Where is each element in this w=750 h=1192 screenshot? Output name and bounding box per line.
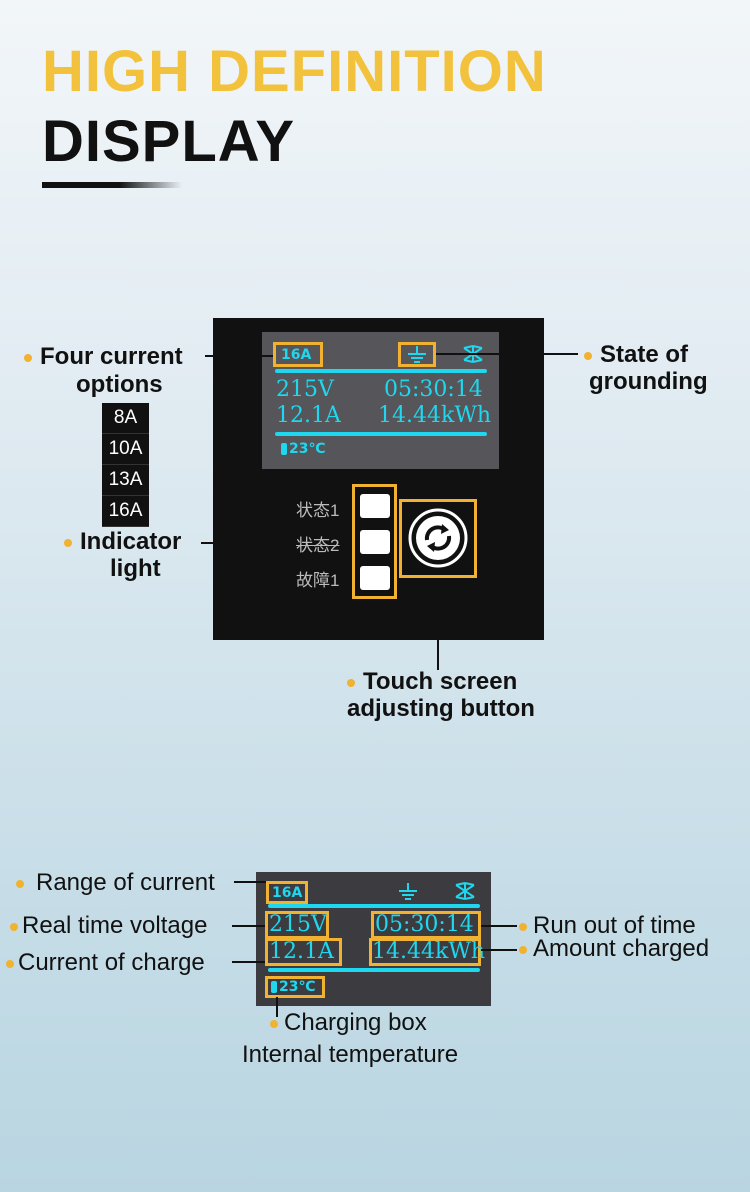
touch-button-highlight — [399, 499, 477, 578]
temp-highlight — [265, 976, 325, 998]
voltage-value-large: 215V — [269, 912, 327, 937]
indicator-label-1: 状态1 — [296, 501, 340, 520]
range-highlight — [266, 881, 308, 904]
current-value: 12.1A — [276, 403, 341, 428]
energy-value: 14.44kWh — [378, 403, 492, 428]
bluetooth-icon-large — [454, 882, 476, 900]
touch-label: Touch screen — [347, 668, 517, 696]
current-setting-value: 16A — [281, 347, 312, 363]
ground-highlight — [398, 342, 436, 367]
thermometer-icon — [281, 443, 287, 455]
indicator-light-2 — [360, 530, 390, 554]
refresh-icon — [408, 508, 468, 568]
temp-leader — [276, 997, 278, 1017]
range-leader — [234, 881, 266, 883]
indicator-label-2: 状态2 — [296, 536, 340, 555]
screen-divider-bottom — [275, 432, 487, 436]
current-option-13a: 13A — [102, 465, 149, 496]
box-temp-label-2: Internal temperature — [242, 1041, 459, 1068]
refresh-touch-button[interactable] — [407, 507, 469, 569]
real-voltage-label: Real time voltage — [10, 912, 207, 940]
current-setting-highlight — [273, 342, 323, 367]
indicator-label-3: 故障1 — [296, 571, 340, 590]
indicator-label-2: light — [110, 555, 161, 582]
energy-highlight — [369, 938, 481, 966]
four-current-leader — [205, 355, 273, 357]
amount-charged-label: Amount charged — [519, 935, 709, 963]
grounding-label-2: grounding — [589, 368, 708, 395]
four-current-label-2: options — [76, 371, 163, 398]
indicator-leader — [201, 542, 213, 544]
time-highlight — [371, 911, 481, 939]
current-option-16a: 16A — [102, 496, 149, 527]
time-leader — [481, 925, 517, 927]
touch-label-2: adjusting button — [347, 695, 535, 722]
current-value-large: 12.1A — [269, 939, 334, 964]
title-line-2: DISPLAY — [42, 109, 296, 174]
indicator-light-1 — [360, 494, 390, 518]
grounding-leader — [436, 353, 578, 355]
indicator-highlight — [352, 484, 397, 599]
voltage-highlight — [265, 911, 329, 939]
time-value-large: 05:30:14 — [375, 912, 474, 937]
current-option-10a: 10A — [102, 434, 149, 465]
range-value: 16A — [272, 885, 303, 901]
indicator-light-3 — [360, 566, 390, 590]
current-charge-label: Current of charge — [6, 949, 205, 977]
grounding-label: State of — [584, 341, 688, 369]
current-highlight — [265, 938, 342, 966]
energy-leader — [481, 949, 517, 951]
thermometer-icon-large — [271, 981, 277, 993]
voltage-value: 215V — [276, 377, 334, 402]
touch-leader — [437, 640, 439, 670]
box-temp-label: Charging box — [270, 1009, 427, 1037]
range-current-label: Range of current — [16, 869, 215, 897]
large-divider-bottom — [268, 968, 480, 972]
temperature-value: 23℃ — [289, 441, 326, 457]
current-option-8a: 8A — [102, 403, 149, 434]
large-divider-top — [268, 904, 480, 908]
ground-icon-large — [396, 883, 420, 901]
current-leader — [232, 961, 265, 963]
run-out-time-label: Run out of time — [519, 912, 696, 940]
energy-value-large: 14.44kWh — [372, 939, 486, 964]
temp-value-large: 23℃ — [279, 979, 316, 995]
title-underline — [42, 182, 182, 188]
voltage-leader — [232, 925, 265, 927]
screen-divider-top — [275, 369, 487, 373]
title-line-1: HIGH DEFINITION — [42, 39, 547, 104]
four-current-label: Four current — [24, 343, 183, 371]
ground-icon — [405, 346, 429, 364]
time-value: 05:30:14 — [384, 377, 483, 402]
indicator-label: Indicator — [64, 528, 181, 556]
